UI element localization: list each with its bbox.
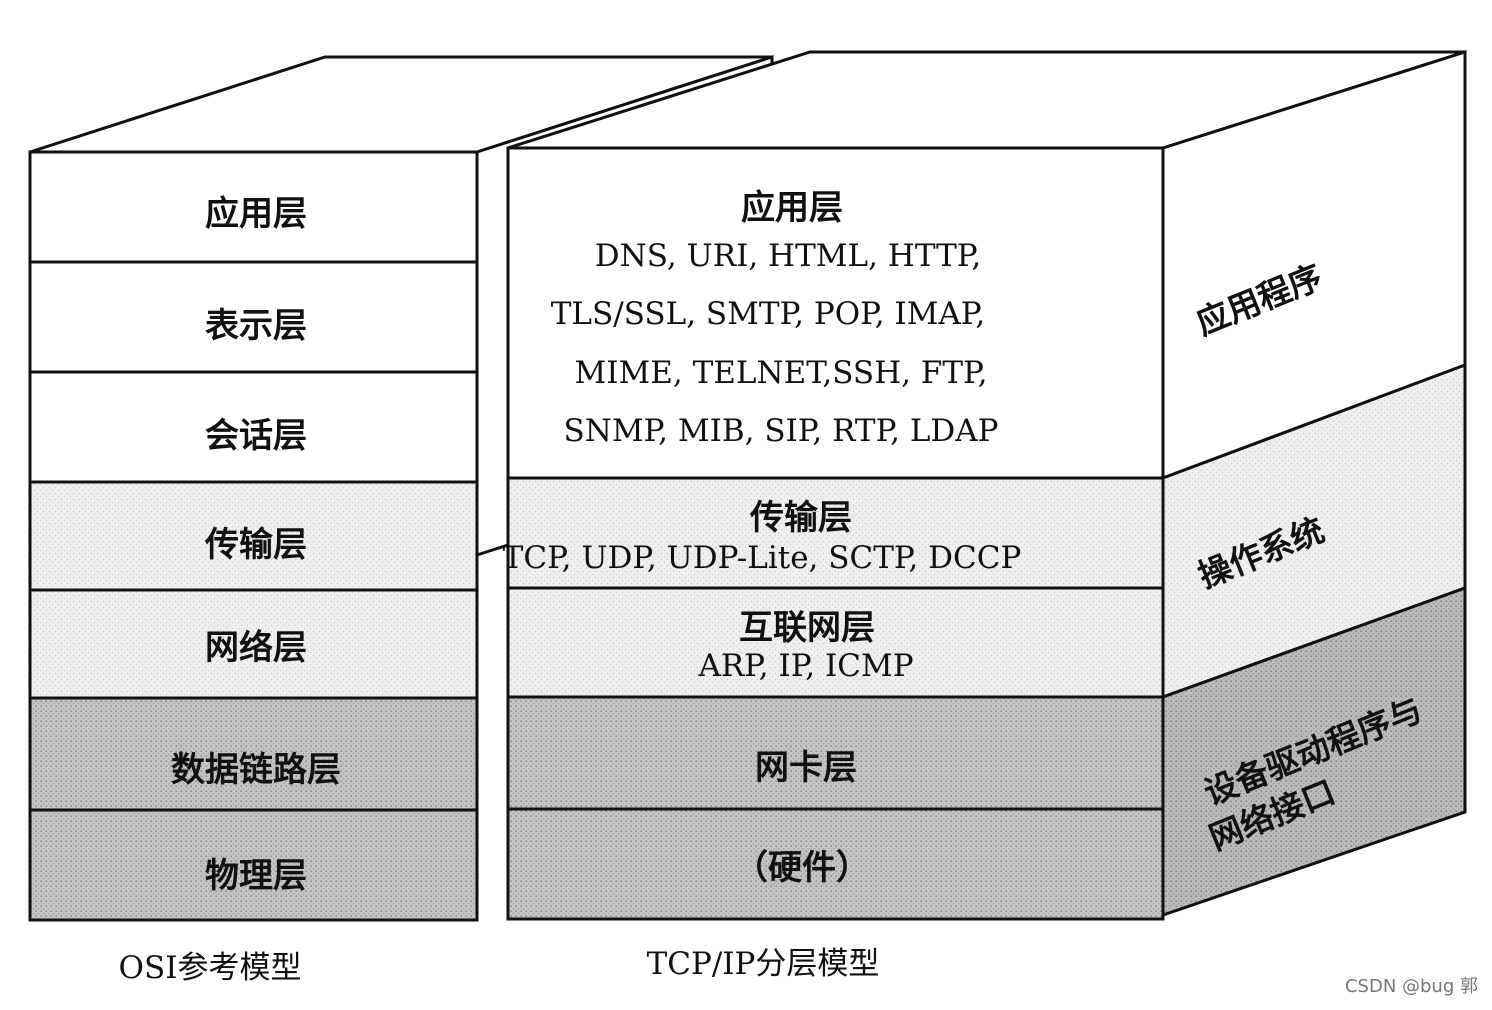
tcpip-application-protocols-line: SNMP, MIB, SIP, RTP, LDAP [563, 413, 999, 449]
tcpip-layer-transport: 传输层 [750, 498, 852, 538]
watermark: CSDN @bug 郭 [1344, 976, 1478, 997]
osi-layer-box [28, 150, 479, 264]
tcpip-layer-box [506, 695, 1165, 811]
tcpip-layer-box [506, 586, 1165, 699]
osi-layer-presentation: 表示层 [205, 306, 307, 346]
tcpip-layer-application: 应用层 [741, 188, 843, 228]
osi-layer-session: 会话层 [205, 416, 307, 456]
tcpip-layer-box [506, 476, 1165, 590]
tcpip-layer-hardware: （硬件） [734, 848, 870, 888]
osi-caption: OSI参考模型 [118, 950, 302, 986]
osi-layer-application: 应用层 [205, 194, 307, 234]
tcpip-application-protocols-line: DNS, URI, HTML, HTTP, [594, 238, 982, 274]
tcpip-application-protocols-line: TLS/SSL, SMTP, POP, IMAP, [550, 296, 986, 332]
osi-layer-transport: 传输层 [205, 525, 307, 565]
tcpip-layer-nic: 网卡层 [755, 748, 857, 788]
tcpip-layer-box [506, 807, 1165, 921]
tcpip-layer-internet: 互联网层 [739, 608, 875, 648]
osi-layer-physical: 物理层 [205, 856, 307, 896]
tcpip-transport-protocols: TCP, UDP, UDP-Lite, SCTP, DCCP [502, 540, 1022, 576]
osi-layer-datalink: 数据链路层 [171, 750, 341, 790]
tcpip-caption: TCP/IP分层模型 [646, 946, 880, 982]
osi-layer-box [28, 808, 479, 922]
osi-layer-box [28, 260, 479, 374]
osi-layer-network: 网络层 [205, 628, 307, 668]
tcpip-internet-protocols: ARP, IP, ICMP [698, 648, 914, 684]
tcpip-layer-box [506, 146, 1165, 480]
tcpip-application-protocols-line: MIME, TELNET,SSH, FTP, [574, 355, 988, 391]
